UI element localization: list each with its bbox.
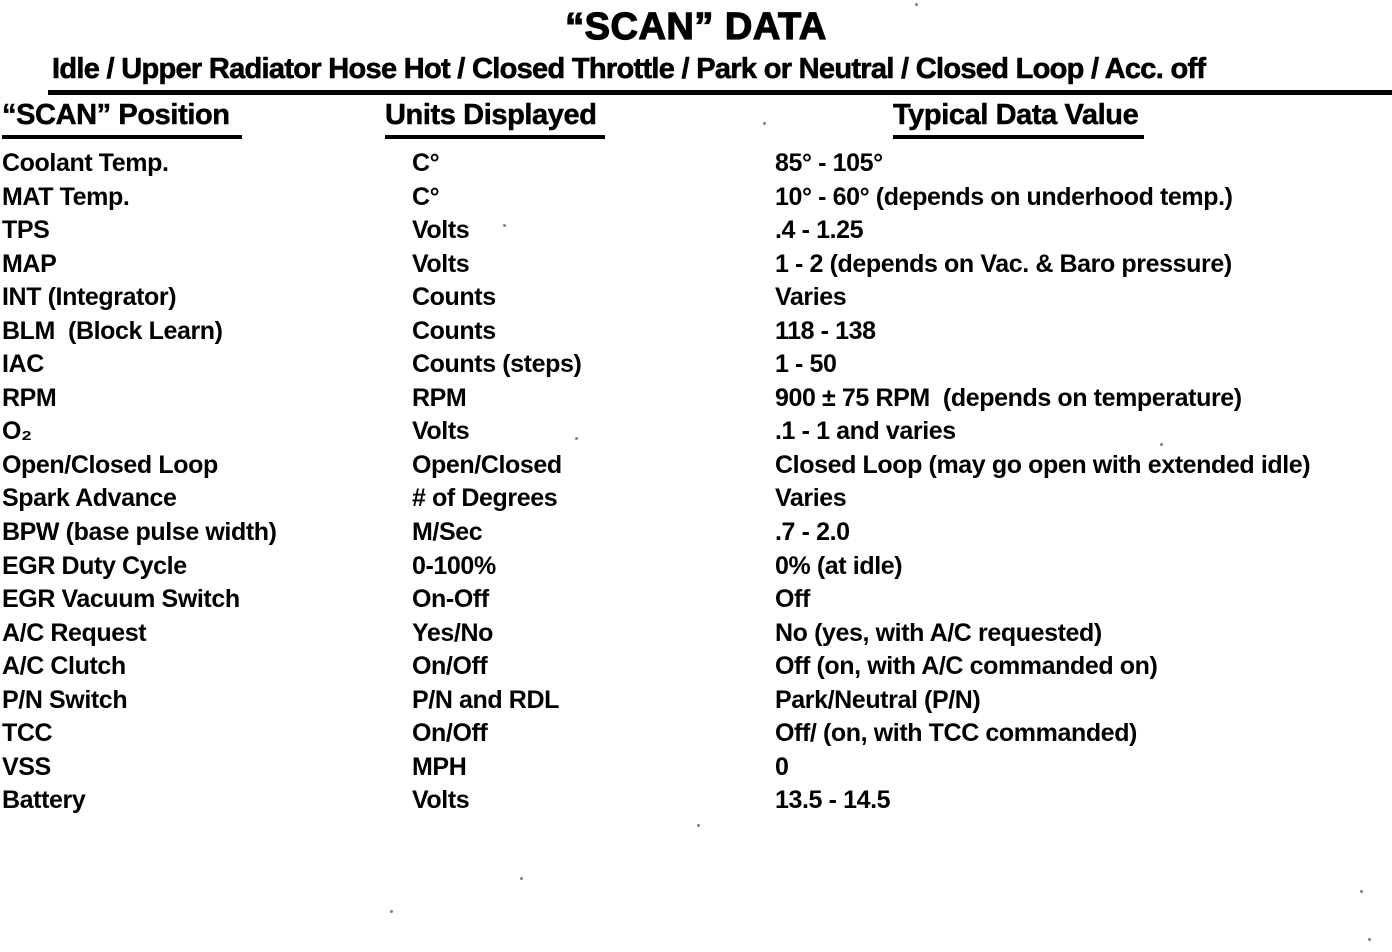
column-header-scan-position: “SCAN” Position [2, 99, 242, 139]
units-cell: C° [412, 182, 440, 211]
units-cell: M/Sec [412, 518, 483, 547]
units-cell: Volts [412, 417, 470, 446]
position-cell: EGR Vacuum Switch [2, 585, 240, 614]
position-cell: Battery [2, 786, 86, 815]
table-row: MAT Temp. C° 10° - 60° (depends on under… [2, 181, 1392, 215]
units-cell: 0-100% [412, 551, 496, 580]
units-cell: # of Degrees [412, 484, 558, 513]
table-row: P/N Switch P/N and RDL Park/Neutral (P/N… [2, 684, 1392, 718]
table-row: Spark Advance # of Degrees Varies [2, 482, 1392, 516]
position-cell: MAT Temp. [2, 182, 130, 211]
position-cell: O₂ [2, 417, 32, 446]
position-cell: A/C Request [2, 618, 147, 647]
column-header-typical-data-value: Typical Data Value [893, 99, 1145, 139]
scan-data-table: Coolant Temp. C° 85° - 105° MAT Temp. C°… [2, 147, 1392, 818]
units-cell: MPH [412, 752, 467, 781]
value-cell: 0 [775, 752, 789, 781]
scan-speckle [1160, 443, 1163, 446]
value-cell: 85° - 105° [775, 149, 883, 177]
test-conditions-subtitle: Idle / Upper Radiator Hose Hot / Closed … [48, 53, 1392, 95]
units-cell: C° [412, 149, 440, 177]
table-row: MAP Volts 1 - 2 (depends on Vac. & Baro … [2, 248, 1392, 282]
units-cell: Counts [412, 316, 496, 345]
value-cell: 13.5 - 14.5 [775, 786, 891, 815]
page-title: “SCAN” DATA [565, 5, 827, 48]
scan-speckle [763, 122, 766, 125]
value-cell: 0% (at idle) [775, 551, 903, 580]
position-cell: BLM (Block Learn) [2, 316, 223, 345]
position-cell: TCC [2, 719, 53, 748]
table-row: RPM RPM 900 ± 75 RPM (depends on tempera… [2, 382, 1392, 416]
table-row: Open/Closed Loop Open/Closed Closed Loop… [2, 449, 1392, 483]
units-cell: On-Off [412, 585, 489, 614]
value-cell: Off [775, 585, 810, 614]
units-cell: Counts (steps) [412, 350, 582, 379]
table-row: EGR Duty Cycle 0-100% 0% (at idle) [2, 550, 1392, 584]
units-cell: Yes/No [412, 618, 493, 647]
table-row: EGR Vacuum Switch On-Off Off [2, 583, 1392, 617]
units-cell: RPM [412, 383, 467, 412]
table-row: TCC On/Off Off/ (on, with TCC commanded) [2, 717, 1392, 751]
table-row: IAC Counts (steps) 1 - 50 [2, 348, 1392, 382]
table-row: Battery Volts 13.5 - 14.5 [2, 784, 1392, 818]
position-cell: P/N Switch [2, 685, 128, 714]
units-cell: Open/Closed [412, 450, 562, 479]
value-cell: Park/Neutral (P/N) [775, 685, 981, 714]
value-cell: .1 - 1 and varies [775, 417, 956, 446]
scan-speckle [1368, 938, 1371, 941]
column-header-units-displayed: Units Displayed [385, 99, 605, 139]
value-cell: Off (on, with A/C commanded on) [775, 652, 1158, 681]
units-cell: On/Off [412, 719, 488, 748]
position-cell: Coolant Temp. [2, 149, 169, 177]
scan-speckle [390, 910, 393, 913]
position-cell: MAP [2, 249, 57, 278]
units-cell: On/Off [412, 652, 488, 681]
position-cell: VSS [2, 752, 51, 781]
table-row: Coolant Temp. C° 85° - 105° [2, 147, 1392, 181]
position-cell: IAC [2, 350, 44, 379]
table-row: A/C Request Yes/No No (yes, with A/C req… [2, 617, 1392, 651]
units-cell: Counts [412, 283, 496, 312]
position-cell: INT (Integrator) [2, 283, 177, 312]
units-cell: P/N and RDL [412, 685, 559, 714]
units-cell: Volts [412, 249, 470, 278]
table-row: VSS MPH 0 [2, 751, 1392, 785]
scan-speckle [1360, 890, 1363, 893]
position-cell: Spark Advance [2, 484, 177, 513]
position-cell: RPM [2, 383, 57, 412]
scan-speckle [915, 3, 918, 6]
table-row: BPW (base pulse width) M/Sec .7 - 2.0 [2, 516, 1392, 550]
value-cell: .7 - 2.0 [775, 518, 850, 547]
value-cell: Closed Loop (may go open with extended i… [775, 450, 1311, 479]
value-cell: Off/ (on, with TCC commanded) [775, 719, 1137, 748]
scan-speckle [503, 224, 506, 227]
scan-speckle [697, 824, 700, 827]
value-cell: 10° - 60° (depends on underhood temp.) [775, 182, 1233, 211]
position-cell: TPS [2, 216, 50, 245]
position-cell: BPW (base pulse width) [2, 518, 277, 547]
table-row: BLM (Block Learn) Counts 118 - 138 [2, 315, 1392, 349]
table-row: INT (Integrator) Counts Varies [2, 281, 1392, 315]
units-cell: Volts [412, 216, 470, 245]
units-cell: Volts [412, 786, 470, 815]
table-row: O₂ Volts .1 - 1 and varies [2, 415, 1392, 449]
value-cell: Varies [775, 283, 847, 312]
value-cell: Varies [775, 484, 847, 513]
scan-speckle [520, 877, 523, 880]
value-cell: .4 - 1.25 [775, 216, 864, 245]
scan-speckle [575, 437, 578, 440]
position-cell: A/C Clutch [2, 652, 126, 681]
value-cell: 118 - 138 [775, 316, 876, 345]
table-row: A/C Clutch On/Off Off (on, with A/C comm… [2, 650, 1392, 684]
table-row: TPS Volts .4 - 1.25 [2, 214, 1392, 248]
value-cell: No (yes, with A/C requested) [775, 618, 1102, 647]
position-cell: EGR Duty Cycle [2, 551, 187, 580]
position-cell: Open/Closed Loop [2, 450, 218, 479]
value-cell: 1 - 50 [775, 350, 837, 379]
value-cell: 1 - 2 (depends on Vac. & Baro pressure) [775, 249, 1232, 278]
value-cell: 900 ± 75 RPM (depends on temperature) [775, 383, 1242, 412]
